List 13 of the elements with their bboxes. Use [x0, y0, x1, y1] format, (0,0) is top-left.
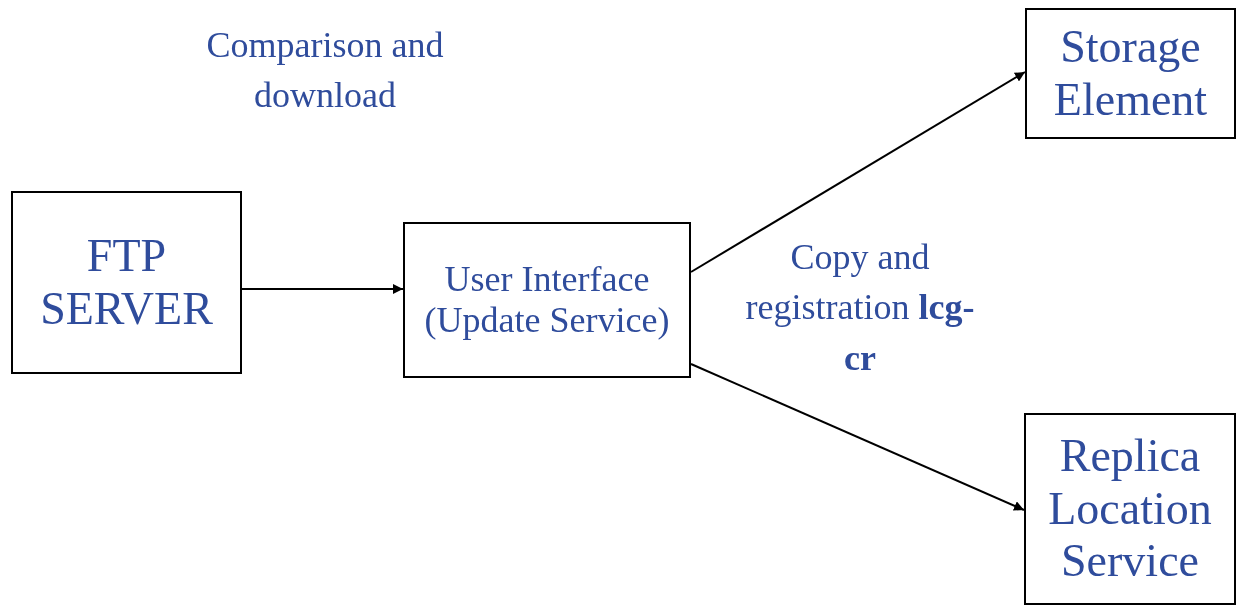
- annotation-text: Comparison and download: [205, 24, 445, 118]
- process-box: [403, 222, 691, 378]
- process-box: [1024, 413, 1236, 605]
- arrow: [690, 363, 1025, 511]
- annotation-text: Copy and registration lcg-cr: [744, 236, 976, 380]
- arrow: [690, 71, 1026, 273]
- box-label: Replica Location Service: [1047, 429, 1213, 589]
- arrow: [241, 284, 404, 294]
- box-label: FTP SERVER: [39, 229, 214, 336]
- box-label: Storage Element: [1052, 20, 1209, 127]
- process-box: [11, 191, 242, 374]
- process-box: [1025, 8, 1236, 139]
- box-label: User Interface (Update Service): [423, 258, 671, 342]
